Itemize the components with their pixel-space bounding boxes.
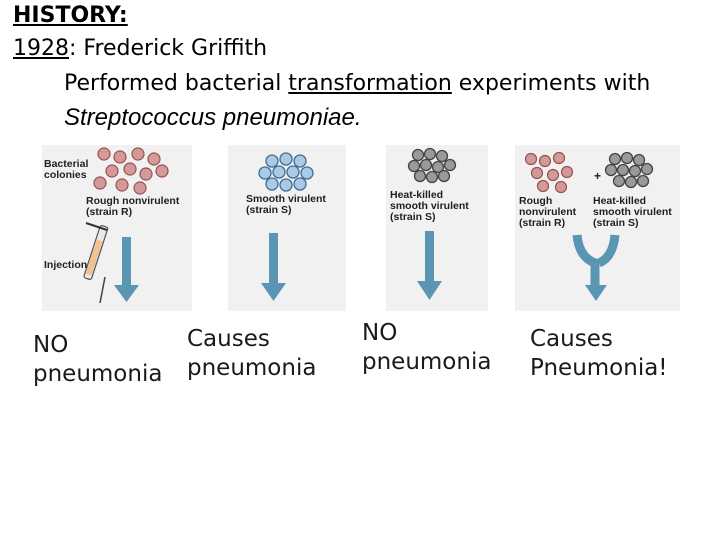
plus-sign: + [594, 169, 602, 183]
arrow-down-icon [261, 233, 286, 301]
experiment-panel-smooth: Smooth virulent(strain S) [228, 145, 346, 311]
heat-killed-illustration [407, 147, 457, 300]
mixture-illustration [524, 151, 654, 301]
description-end: experiments with [451, 71, 651, 96]
scientist-name: : Frederick Griffith [69, 36, 268, 61]
organism-name: Streptococcus pneumoniae [64, 104, 355, 131]
date-line: 1928: Frederick Griffith [13, 36, 267, 61]
organism-line: Streptococcus pneumoniae. [64, 104, 362, 132]
merge-arrow-icon [572, 234, 620, 301]
injection-label: Injection [44, 259, 88, 271]
year-1928: 1928 [13, 36, 69, 61]
arrow-down-icon [417, 231, 442, 300]
strain-r-label: Rough nonvirulent(strain R) [86, 195, 180, 218]
description-line: Performed bacterial transformation exper… [64, 71, 650, 96]
arrow-down-icon [114, 237, 139, 302]
smooth-colonies-illustration [258, 152, 314, 301]
organism-suffix: . [354, 104, 362, 131]
syringe-icon [83, 222, 109, 304]
rough-colonies-illustration [83, 147, 169, 304]
history-heading: HISTORY: [13, 3, 128, 28]
transformation-term: transformation [288, 71, 452, 96]
description-start: Performed bacterial [64, 71, 289, 96]
strain-s-label: Smooth virulent(strain S) [246, 193, 326, 216]
